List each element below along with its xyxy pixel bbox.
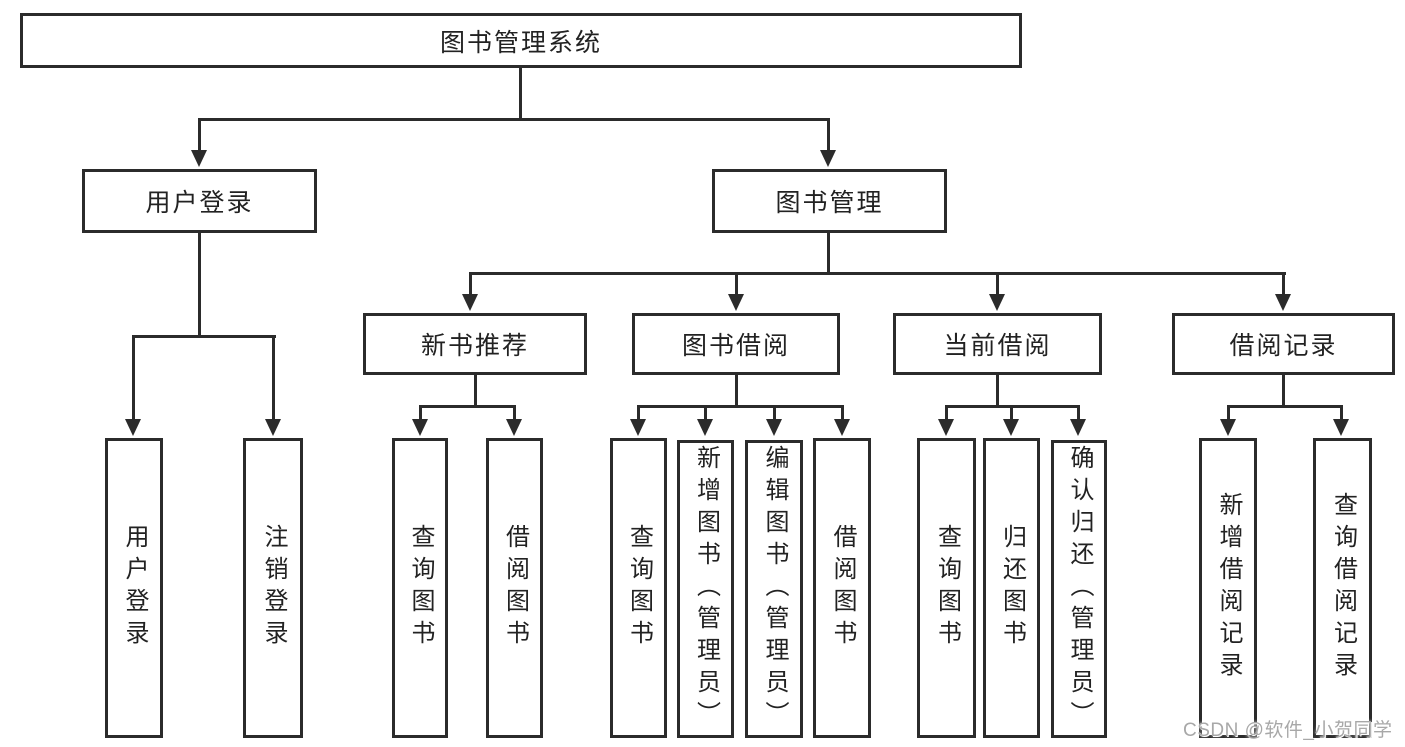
arrow-down-icon bbox=[938, 419, 954, 436]
connector-borrow-records-stem bbox=[1282, 375, 1285, 407]
node-cb-return-books-label: 归还图书 bbox=[998, 524, 1026, 652]
node-bb-query-books: 查询图书 bbox=[610, 438, 667, 738]
node-leaf-user-login-label: 用户登录 bbox=[121, 524, 148, 652]
connector-new-book-rec-drop bbox=[469, 272, 472, 296]
connector-br-add-drop bbox=[1227, 405, 1230, 421]
connector-br-query-drop bbox=[1340, 405, 1343, 421]
connector-current-borrow-stem bbox=[996, 375, 999, 407]
arrow-down-icon bbox=[1333, 419, 1349, 436]
connector-user-login-stem bbox=[198, 233, 201, 338]
node-cb-query-books: 查询图书 bbox=[917, 438, 976, 738]
arrow-down-icon bbox=[630, 419, 646, 436]
arrow-down-icon bbox=[1275, 294, 1291, 311]
node-current-borrow: 当前借阅 bbox=[893, 313, 1102, 375]
connector-leaf-user-login-drop bbox=[132, 335, 135, 421]
node-user-login-label: 用户登录 bbox=[145, 189, 254, 217]
connector-user-login-drop bbox=[198, 118, 201, 152]
watermark-text: CSDN @软件_小贺同学 bbox=[1183, 720, 1393, 741]
node-bb-edit-books: 编辑图书（管理员） bbox=[745, 440, 803, 738]
node-bb-borrow-books: 借阅图书 bbox=[813, 438, 871, 738]
node-bb-query-books-label: 查询图书 bbox=[625, 524, 653, 652]
connector-new-book-rec-rail bbox=[419, 405, 516, 408]
connector-book-borrow-stem bbox=[735, 375, 738, 407]
connector-borrow-records-rail bbox=[1227, 405, 1343, 408]
arrow-down-icon bbox=[191, 150, 207, 167]
connector-borrow-records-drop bbox=[1282, 272, 1285, 296]
node-nb-borrow-books-label: 借阅图书 bbox=[501, 524, 529, 652]
node-nb-borrow-books: 借阅图书 bbox=[486, 438, 543, 738]
node-cb-confirm-return-label: 确认归还（管理员） bbox=[1066, 445, 1093, 733]
node-book-borrow: 图书借阅 bbox=[632, 313, 840, 375]
node-cb-return-books: 归还图书 bbox=[983, 438, 1040, 738]
node-book-mgmt: 图书管理 bbox=[712, 169, 947, 233]
connector-cb-query-drop bbox=[945, 405, 948, 421]
connector-new-book-rec-stem bbox=[474, 375, 477, 407]
arrow-down-icon bbox=[1070, 419, 1086, 436]
node-nb-query-books: 查询图书 bbox=[392, 438, 448, 738]
connector-leaf-logout-drop bbox=[272, 335, 275, 421]
connector-book-borrow-rail bbox=[637, 405, 844, 408]
node-root: 图书管理系统 bbox=[20, 13, 1022, 68]
connector-cb-return-drop bbox=[1010, 405, 1013, 421]
connector-book-mgmt-drop bbox=[827, 118, 830, 152]
connector-user-login-rail bbox=[132, 335, 276, 338]
node-br-query-record-label: 查询借阅记录 bbox=[1329, 492, 1357, 684]
arrow-down-icon bbox=[412, 419, 428, 436]
arrow-down-icon bbox=[1220, 419, 1236, 436]
arrow-down-icon bbox=[820, 150, 836, 167]
arrow-down-icon bbox=[506, 419, 522, 436]
node-br-add-record: 新增借阅记录 bbox=[1199, 438, 1257, 738]
node-br-add-record-label: 新增借阅记录 bbox=[1215, 492, 1242, 684]
connector-book-mgmt-stem bbox=[827, 233, 830, 275]
arrow-down-icon bbox=[728, 294, 744, 311]
node-book-borrow-label: 图书借阅 bbox=[681, 332, 790, 360]
node-current-borrow-label: 当前借阅 bbox=[943, 332, 1052, 360]
node-leaf-user-login: 用户登录 bbox=[105, 438, 163, 738]
node-bb-add-books: 新增图书（管理员） bbox=[677, 440, 734, 738]
node-borrow-records-label: 借阅记录 bbox=[1229, 332, 1338, 360]
node-cb-confirm-return: 确认归还（管理员） bbox=[1051, 440, 1107, 738]
node-bb-edit-books-label: 编辑图书（管理员） bbox=[761, 445, 788, 733]
connector-bb-borrow-drop bbox=[841, 405, 844, 421]
connector-nb-query-drop bbox=[419, 405, 422, 421]
connector-level2-rail bbox=[198, 118, 830, 121]
node-root-label: 图书管理系统 bbox=[439, 28, 602, 57]
connector-book-borrow-drop bbox=[735, 272, 738, 296]
node-user-login: 用户登录 bbox=[82, 169, 317, 233]
node-bb-borrow-books-label: 借阅图书 bbox=[829, 524, 856, 652]
arrow-down-icon bbox=[125, 419, 141, 436]
arrow-down-icon bbox=[989, 294, 1005, 311]
connector-level3-rail bbox=[469, 272, 1286, 275]
arrow-down-icon bbox=[834, 419, 850, 436]
arrow-down-icon bbox=[265, 419, 281, 436]
node-book-mgmt-label: 图书管理 bbox=[775, 189, 884, 217]
node-br-query-record: 查询借阅记录 bbox=[1313, 438, 1372, 738]
node-borrow-records: 借阅记录 bbox=[1172, 313, 1395, 375]
node-new-book-rec-label: 新书推荐 bbox=[420, 332, 529, 360]
node-new-book-rec: 新书推荐 bbox=[363, 313, 587, 375]
node-leaf-logout: 注销登录 bbox=[243, 438, 303, 738]
arrow-down-icon bbox=[766, 419, 782, 436]
connector-bb-query-drop bbox=[637, 405, 640, 421]
node-nb-query-books-label: 查询图书 bbox=[407, 524, 434, 652]
node-cb-query-books-label: 查询图书 bbox=[933, 524, 961, 652]
connector-current-borrow-drop bbox=[996, 272, 999, 296]
node-leaf-logout-label: 注销登录 bbox=[260, 524, 287, 652]
connector-cb-confirm-drop bbox=[1077, 405, 1080, 421]
arrow-down-icon bbox=[697, 419, 713, 436]
connector-nb-borrow-drop bbox=[513, 405, 516, 421]
connector-root-stem bbox=[519, 68, 522, 120]
node-bb-add-books-label: 新增图书（管理员） bbox=[692, 445, 720, 733]
connector-bb-edit-drop bbox=[773, 405, 776, 421]
arrow-down-icon bbox=[462, 294, 478, 311]
arrow-down-icon bbox=[1003, 419, 1019, 436]
connector-bb-add-drop bbox=[704, 405, 707, 421]
